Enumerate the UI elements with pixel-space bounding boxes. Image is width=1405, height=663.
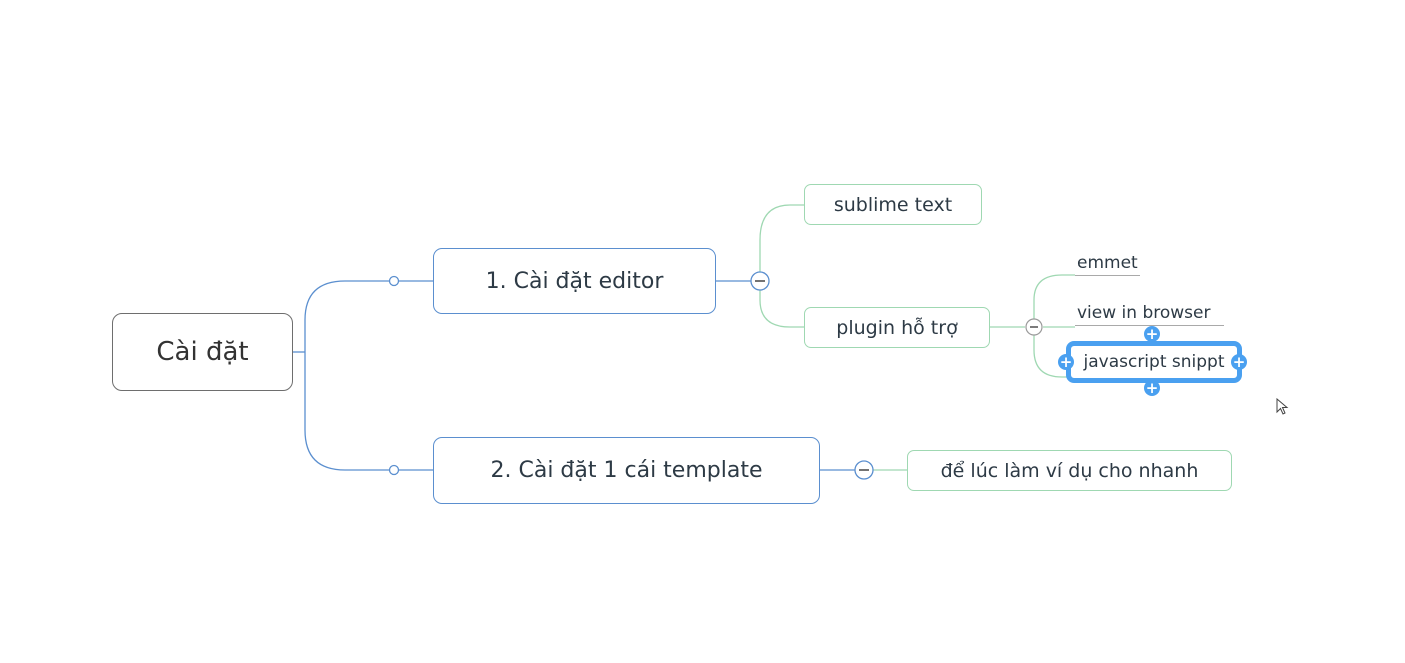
mouse-pointer-icon — [1276, 398, 1289, 415]
leaf-emmet[interactable]: emmet — [1075, 253, 1140, 276]
collapse-icon-branch1[interactable] — [750, 271, 770, 291]
subtopic-example[interactable]: để lúc làm ví dụ cho nhanh — [907, 450, 1232, 491]
branch-node-template-label: 2. Cài đặt 1 cái template — [490, 458, 763, 483]
connector-branch1-plugin — [759, 281, 804, 328]
add-right-plus-icon[interactable]: + — [1231, 353, 1247, 371]
root-node[interactable]: Cài đặt — [112, 313, 293, 391]
subtopic-example-label: để lúc làm ví dụ cho nhanh — [940, 459, 1199, 482]
leaf-view-in-browser[interactable]: view in browser — [1075, 303, 1224, 326]
connector-branch1-sublime — [759, 204, 804, 282]
subtopic-sublime-text-label: sublime text — [833, 193, 953, 216]
connector-plugin-snippt — [1033, 327, 1070, 378]
leaf-view-in-browser-label: view in browser — [1077, 303, 1211, 323]
connector-root-branch1 — [304, 280, 433, 352]
root-node-label: Cài đặt — [156, 337, 249, 367]
leaf-javascript-snippt-label: javascript snippt — [1083, 352, 1225, 372]
branch-node-editor-label: 1. Cài đặt editor — [485, 268, 664, 294]
add-left-plus-icon[interactable]: + — [1058, 353, 1074, 371]
add-bottom-plus-icon[interactable]: + — [1144, 379, 1160, 397]
branch-node-template[interactable]: 2. Cài đặt 1 cái template — [433, 437, 820, 504]
connector-dot-branch1 — [388, 275, 400, 287]
subtopic-plugin[interactable]: plugin hỗ trợ — [804, 307, 990, 348]
connector-root-branch2 — [304, 352, 433, 471]
collapse-icon-branch2[interactable] — [854, 460, 874, 480]
connector-dot-branch2 — [388, 464, 400, 476]
connector-plugin-emmet — [1033, 274, 1075, 327]
leaf-emmet-label: emmet — [1077, 253, 1138, 273]
collapse-icon-plugin[interactable] — [1025, 318, 1043, 336]
add-top-plus-icon[interactable]: + — [1144, 325, 1160, 343]
leaf-javascript-snippt-selected[interactable]: javascript snippt — [1066, 341, 1242, 383]
branch-node-editor[interactable]: 1. Cài đặt editor — [433, 248, 716, 314]
subtopic-plugin-label: plugin hỗ trợ — [836, 316, 958, 339]
subtopic-sublime-text[interactable]: sublime text — [804, 184, 982, 225]
